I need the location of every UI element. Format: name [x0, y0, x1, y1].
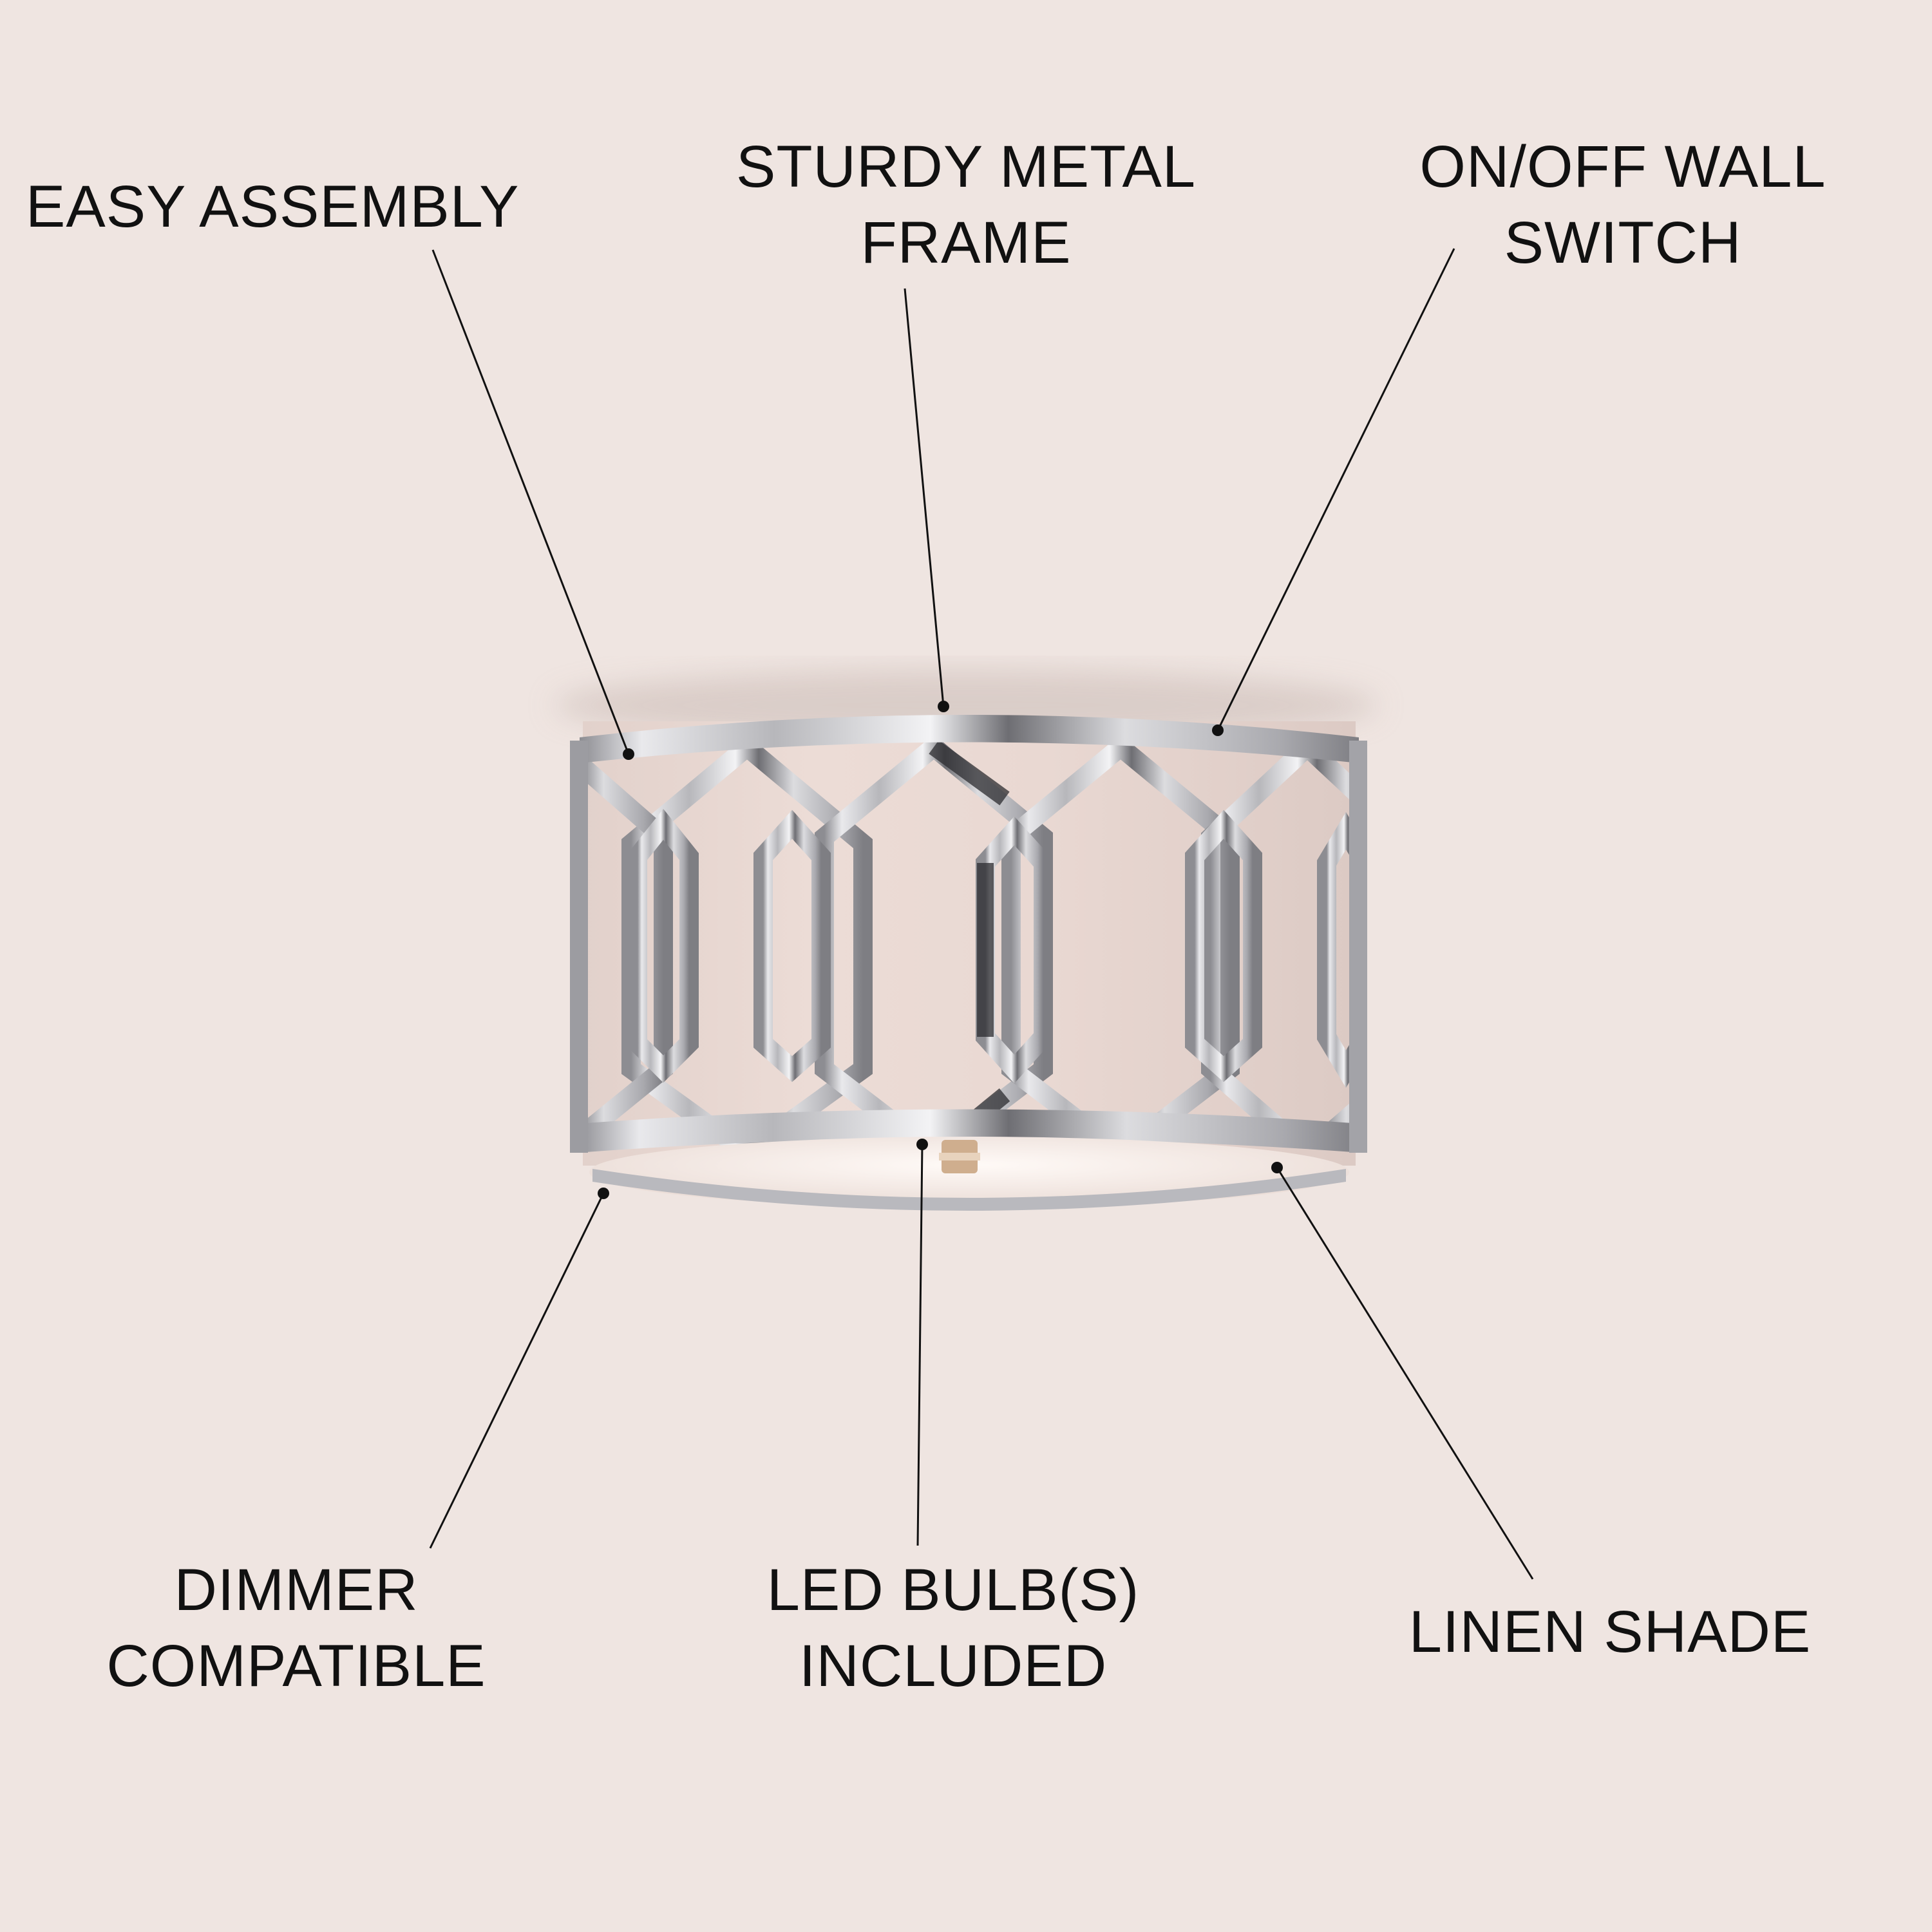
- callout-line: LED BULB(S): [766, 1557, 1140, 1623]
- leader-line-sturdy-frame: [904, 288, 945, 707]
- anchor-dot-wall-switch: [1212, 724, 1224, 736]
- leader-line-easy-assembly: [431, 249, 630, 755]
- callout-on-off-wall-switch: ON/OFF WALL SWITCH: [1385, 129, 1861, 281]
- callout-line: ON/OFF WALL: [1419, 134, 1826, 200]
- anchor-dot-linen-shade: [1271, 1162, 1283, 1173]
- callout-line: FRAME: [860, 210, 1072, 276]
- callout-sturdy-metal-frame: STURDY METAL FRAME: [702, 129, 1230, 281]
- finial: [939, 1140, 980, 1173]
- anchor-dot-easy-assembly: [623, 748, 634, 760]
- callout-easy-assembly: EASY ASSEMBLY: [26, 169, 567, 245]
- callout-line: STURDY METAL: [735, 134, 1197, 200]
- callout-led-bulbs-included: LED BULB(S) INCLUDED: [715, 1552, 1191, 1704]
- anchor-dots: [598, 701, 1283, 1199]
- callout-line: INCLUDED: [799, 1633, 1108, 1699]
- callout-dimmer-compatible: DIMMER COMPATIBLE: [52, 1552, 541, 1704]
- anchor-dot-sturdy-frame: [938, 701, 949, 712]
- leader-lines: [429, 248, 1534, 1580]
- bottom-rim: [592, 1169, 1346, 1211]
- leader-line-linen-shade: [1276, 1167, 1534, 1580]
- top-chrome-band: [580, 715, 1359, 763]
- callout-linen-shade: LINEN SHADE: [1365, 1594, 1855, 1670]
- anchor-dot-led-bulbs: [916, 1139, 928, 1150]
- leader-line-wall-switch: [1217, 248, 1455, 731]
- callout-line: DIMMER: [174, 1557, 419, 1623]
- callout-line: SWITCH: [1504, 210, 1742, 276]
- leader-line-led-bulbs: [916, 1144, 923, 1546]
- anchor-dot-dimmer: [598, 1188, 609, 1199]
- callout-line: LINEN SHADE: [1408, 1599, 1812, 1665]
- callout-line: EASY ASSEMBLY: [26, 174, 520, 240]
- left-chrome-edge: [570, 741, 588, 1153]
- callout-line: COMPATIBLE: [106, 1633, 486, 1699]
- leader-line-dimmer: [429, 1193, 605, 1549]
- right-chrome-edge: [1349, 741, 1367, 1153]
